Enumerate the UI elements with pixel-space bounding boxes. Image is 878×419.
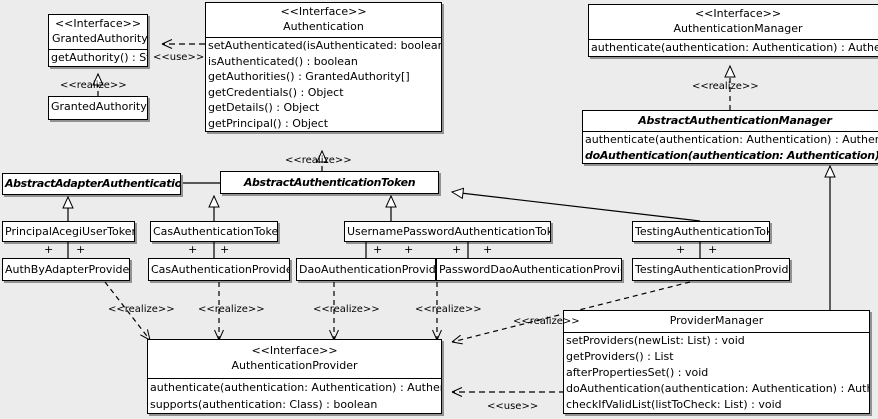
class-name: PrincipalAcegiUserToken: [5, 225, 134, 238]
operation: getCredentials() : Object: [208, 85, 344, 99]
multiplicity-marker: +: [708, 243, 718, 256]
class-password-dao-authentication-provider[interactable]: PasswordDaoAuthenticationProvider: [436, 258, 622, 281]
edge-label-realize-authentication-manager: <<realize>>: [692, 81, 759, 92]
operation: setProviders(newList: List) : void: [566, 334, 745, 347]
class-name: AbstractAuthenticationToken: [243, 176, 416, 189]
edge-label-realize-testing-authentication-provider: <<realize>>: [513, 316, 580, 327]
class-name: TestingAuthenticationProvider: [635, 263, 789, 276]
class-principal-acegi-user-token[interactable]: PrincipalAcegiUserToken: [2, 221, 135, 242]
operations-compartment: setProviders(newList: List) : void getPr…: [564, 332, 869, 413]
operation: isAuthenticated() : boolean: [208, 54, 358, 68]
multiplicity-marker: +: [676, 243, 686, 256]
operation: authenticate(authentication: Authenticat…: [585, 133, 878, 146]
class-name: TestingAuthenticationToken: [635, 225, 769, 238]
operations-compartment: setAuthenticated(isAuthenticated: boolea…: [206, 37, 441, 131]
class-dao-authentication-provider[interactable]: DaoAuthenticationProvider: [296, 258, 436, 281]
class-name: UsernamePasswordAuthenticationToken: [347, 225, 550, 238]
operation: doAuthentication(authentication: Authent…: [585, 148, 878, 162]
operation: getAuthorities() : GrantedAuthority[]: [208, 70, 410, 83]
class-abstract-adapter-authentication-token[interactable]: AbstractAdapterAuthenticationToken: [2, 173, 181, 195]
operation: getProviders() : List: [566, 350, 674, 363]
class-granted-authority[interactable]: <<Interface>> GrantedAuthority getAuthor…: [48, 14, 148, 67]
edge-label-realize-cas-authentication-provider: <<realize>>: [198, 304, 265, 315]
class-authentication-manager[interactable]: <<Interface>> AuthenticationManager auth…: [588, 4, 878, 57]
multiplicity-marker: +: [404, 243, 414, 256]
class-stereotype: <<Interface>>: [251, 344, 338, 357]
edge-label-realize-abstract-authentication-token: <<realize>>: [285, 155, 352, 166]
class-name: GrantedAuthorityImpl: [51, 100, 147, 113]
operations-compartment: authenticate(authentication: Authenticat…: [589, 39, 878, 56]
class-testing-authentication-provider[interactable]: TestingAuthenticationProvider: [632, 258, 790, 281]
class-auth-by-adapter-provider[interactable]: AuthByAdapterProvider: [2, 258, 130, 281]
operations-compartment: getAuthority() : String: [49, 49, 147, 66]
operation: checkIfValidList(listToCheck: List) : vo…: [566, 398, 782, 411]
operation: setAuthenticated(isAuthenticated: boolea…: [208, 39, 441, 52]
operation: getDetails() : Object: [208, 101, 320, 114]
operation: afterPropertiesSet() : void: [566, 366, 709, 379]
class-authentication[interactable]: <<Interface>> Authentication setAuthenti…: [205, 2, 442, 132]
multiplicity-marker: +: [373, 243, 383, 256]
class-name: CasAuthenticationProvider: [151, 263, 289, 276]
class-abstract-authentication-token[interactable]: AbstractAuthenticationToken: [220, 171, 439, 194]
multiplicity-marker: +: [76, 243, 86, 256]
class-testing-authentication-token[interactable]: TestingAuthenticationToken: [632, 221, 770, 242]
class-name: AbstractAuthenticationManager: [638, 114, 832, 127]
class-name: Authentication: [283, 20, 364, 33]
edge-label-realize-dao-authentication-provider: <<realize>>: [313, 304, 380, 315]
class-abstract-authentication-manager[interactable]: AbstractAuthenticationManager authentica…: [582, 110, 878, 164]
edge-label-use-authentication-grantedauthority: <<use>>: [153, 52, 205, 63]
class-name: ProviderManager: [669, 314, 764, 327]
operation: supports(authentication: Class) : boolea…: [150, 398, 378, 411]
multiplicity-marker: +: [188, 243, 198, 256]
class-granted-authority-impl[interactable]: GrantedAuthorityImpl: [48, 96, 148, 120]
class-stereotype: <<Interface>>: [694, 7, 782, 20]
class-stereotype: <<Interface>>: [280, 5, 367, 18]
operations-compartment: authenticate(authentication: Authenticat…: [583, 131, 878, 163]
class-name: AuthenticationManager: [673, 22, 803, 35]
class-name: AuthByAdapterProvider: [5, 263, 129, 276]
multiplicity-marker: +: [220, 243, 230, 256]
class-stereotype: <<Interface>>: [54, 17, 142, 30]
class-name: CasAuthenticationToken: [153, 225, 277, 238]
class-authentication-provider[interactable]: <<Interface>> AuthenticationProvider aut…: [147, 339, 442, 414]
class-name: DaoAuthenticationProvider: [299, 263, 435, 276]
class-name: GrantedAuthority: [52, 32, 148, 45]
class-username-password-authentication-token[interactable]: UsernamePasswordAuthenticationToken: [344, 221, 551, 242]
class-name: AbstractAdapterAuthenticationToken: [5, 177, 180, 190]
class-provider-manager[interactable]: ProviderManager setProviders(newList: Li…: [563, 310, 870, 414]
operation: authenticate(authentication: Authenticat…: [591, 41, 878, 54]
operations-compartment: authenticate(authentication: Authenticat…: [148, 378, 441, 413]
operation: authenticate(authentication: Authenticat…: [150, 381, 441, 394]
class-name: AuthenticationProvider: [231, 359, 358, 372]
multiplicity-marker: +: [44, 243, 54, 256]
class-cas-authentication-token[interactable]: CasAuthenticationToken: [150, 221, 278, 242]
class-name: PasswordDaoAuthenticationProvider: [439, 263, 621, 276]
multiplicity-marker: +: [483, 243, 493, 256]
edge-label-realize-password-dao-authentication-provider: <<realize>>: [415, 304, 482, 315]
operation: doAuthentication(authentication: Authent…: [566, 382, 869, 395]
edge-label-realize-granted-authority-impl: <<realize>>: [60, 80, 127, 91]
multiplicity-marker: +: [452, 243, 462, 256]
class-cas-authentication-provider[interactable]: CasAuthenticationProvider: [148, 258, 290, 281]
edge-label-use-provider-manager: <<use>>: [487, 401, 539, 412]
operation: getAuthority() : String: [51, 51, 147, 64]
operation: getPrincipal() : Object: [208, 116, 329, 130]
edge-label-realize-auth-by-adapter-provider: <<realize>>: [108, 304, 175, 315]
